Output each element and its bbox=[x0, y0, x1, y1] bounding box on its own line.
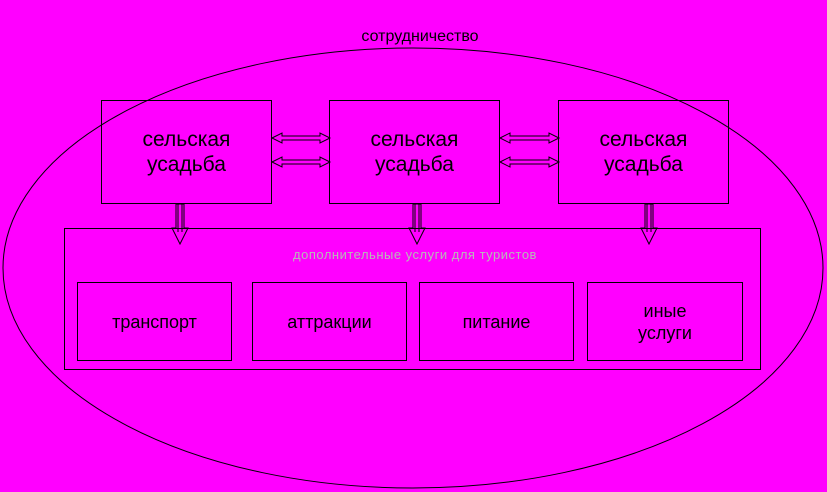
farm-box-2: сельская усадьба bbox=[329, 100, 500, 204]
additional-services-box bbox=[64, 228, 761, 370]
farm-box-3: сельская усадьба bbox=[558, 100, 729, 204]
service-other-line1: иные bbox=[643, 300, 687, 321]
service-other-line2: услуги bbox=[638, 322, 692, 343]
service-box-other: иные услуги bbox=[587, 282, 743, 361]
service-box-food: питание bbox=[419, 282, 574, 361]
service-box-attractions: аттракции bbox=[252, 282, 407, 361]
service-food-line1: питание bbox=[462, 311, 531, 332]
farm-link-arrows-1-2 bbox=[270, 132, 332, 168]
farm-box-1-line2: усадьба bbox=[147, 153, 226, 176]
farm-box-1-line1: сельская bbox=[142, 128, 231, 151]
service-box-transport: транспорт bbox=[77, 282, 232, 361]
farm-box-1: сельская усадьба bbox=[101, 100, 272, 204]
farm-box-3-line2: усадьба bbox=[604, 153, 683, 176]
farm-box-3-line1: сельская bbox=[599, 128, 688, 151]
farm-box-2-line1: сельская bbox=[370, 128, 459, 151]
service-attractions-line1: аттракции bbox=[287, 311, 372, 332]
cooperation-ellipse bbox=[2, 47, 824, 489]
farm-link-arrows-2-3 bbox=[498, 132, 561, 168]
farm-box-2-line2: усадьба bbox=[375, 153, 454, 176]
diagram-title: сотрудничество bbox=[361, 28, 479, 45]
additional-services-caption: дополнительные услуги для туристов bbox=[293, 247, 537, 262]
service-transport-line1: транспорт bbox=[112, 311, 197, 332]
